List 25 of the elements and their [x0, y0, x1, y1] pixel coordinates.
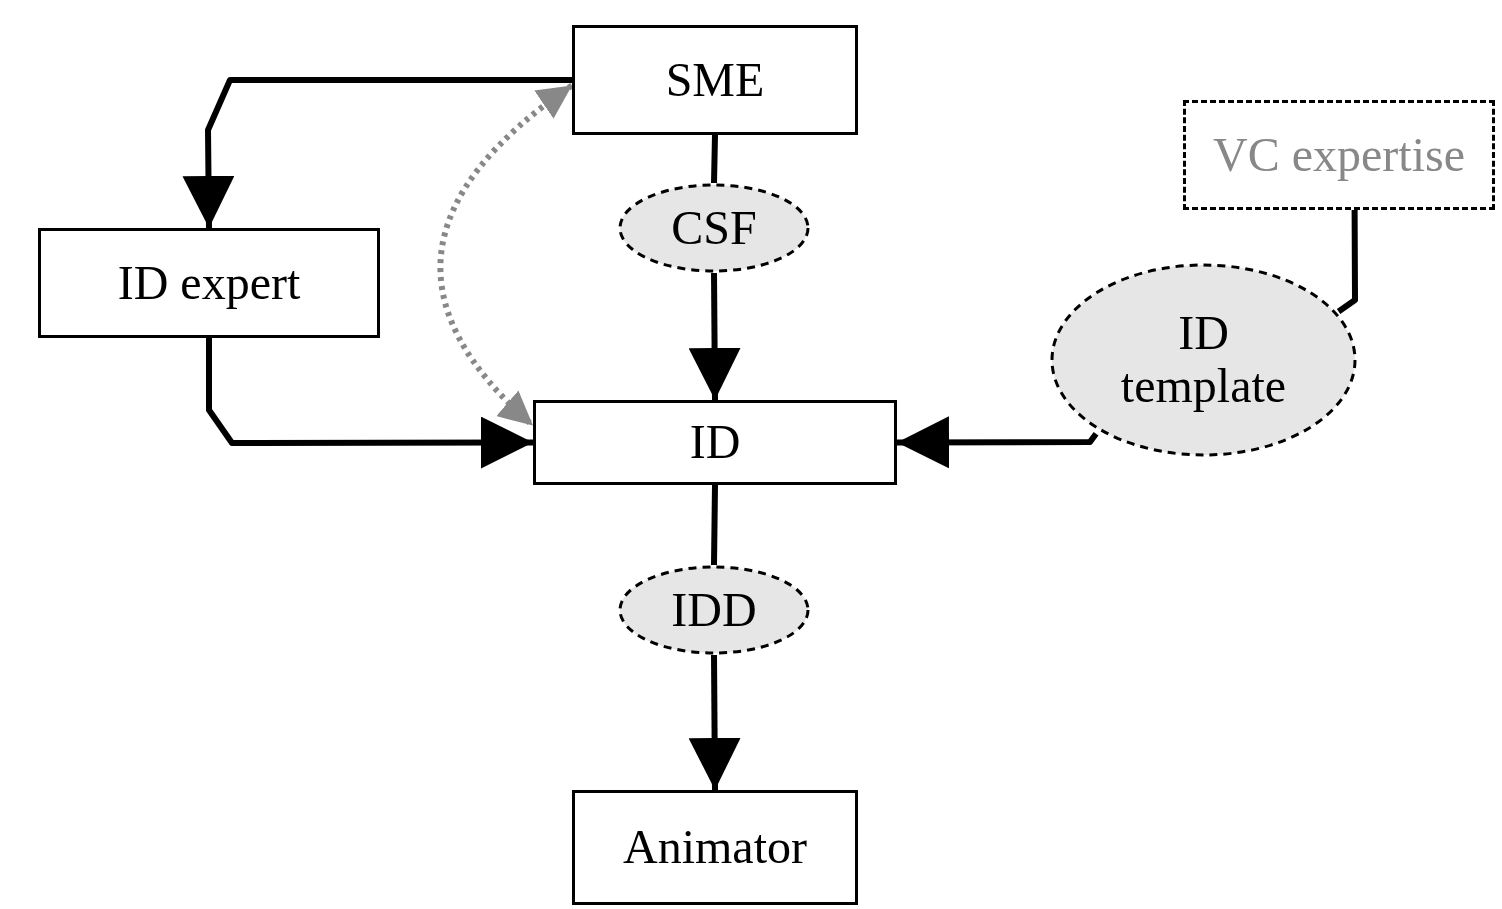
arrow [182, 77, 572, 229]
process-box [572, 790, 858, 905]
node-label: Animator [622, 821, 808, 874]
process-box [533, 400, 897, 485]
node-label: ID template [1119, 307, 1288, 413]
process-box [38, 228, 380, 338]
arrow [206, 338, 533, 469]
data-ellipse [618, 183, 810, 273]
arrow [897, 416, 1099, 469]
dashed-box [1183, 100, 1495, 210]
connector-line [1336, 210, 1358, 314]
connector-line [711, 484, 718, 566]
node-label: CSF [670, 201, 758, 255]
arrow [688, 654, 741, 791]
node-label: ID [688, 416, 742, 469]
connector-line [711, 134, 718, 184]
node-label: SME [664, 53, 766, 107]
node-label: VC expertise [1212, 128, 1466, 182]
dotted-arrow [438, 83, 574, 428]
node-label: IDD [670, 583, 758, 637]
data-ellipse [618, 565, 810, 655]
data-ellipse [1050, 263, 1357, 457]
arrow [688, 272, 741, 401]
node-label: ID expert [116, 256, 302, 310]
process-box [572, 25, 858, 135]
